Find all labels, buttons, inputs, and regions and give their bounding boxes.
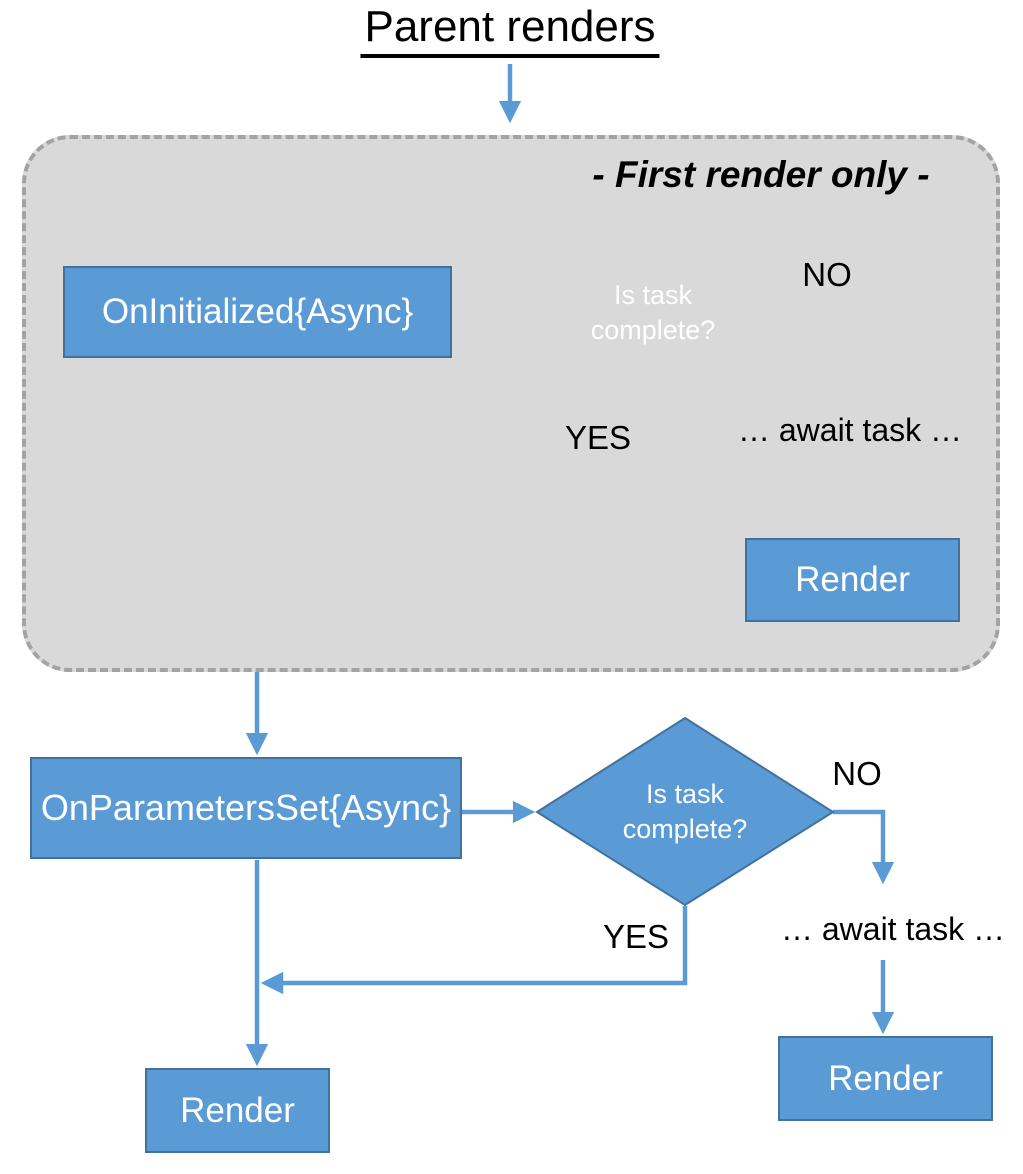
await-task-label-2: … await task …: [780, 911, 1006, 947]
decision1-no-label: NO: [802, 256, 852, 293]
decision1-yes-label: YES: [564, 419, 632, 456]
node-onparametersset: OnParametersSet{Async}: [30, 757, 462, 859]
node-render-await-branch: Render: [778, 1036, 993, 1121]
decision2-label: Is task complete?: [622, 778, 748, 844]
decision2-yes-label: YES: [602, 918, 670, 955]
node-oninitialized: OnInitialized{Async}: [63, 266, 452, 358]
page-title: Parent renders: [360, 2, 660, 58]
node-render-first: Render: [745, 538, 960, 622]
edge-decision2-no: [833, 809, 895, 885]
node-render-main-branch: Render: [145, 1068, 330, 1153]
first-render-only-label: - First render only -: [592, 154, 930, 195]
decision1-label: Is task complete?: [590, 279, 716, 345]
await-task-label-1: … await task …: [737, 412, 963, 448]
decision2-no-label: NO: [832, 755, 882, 792]
